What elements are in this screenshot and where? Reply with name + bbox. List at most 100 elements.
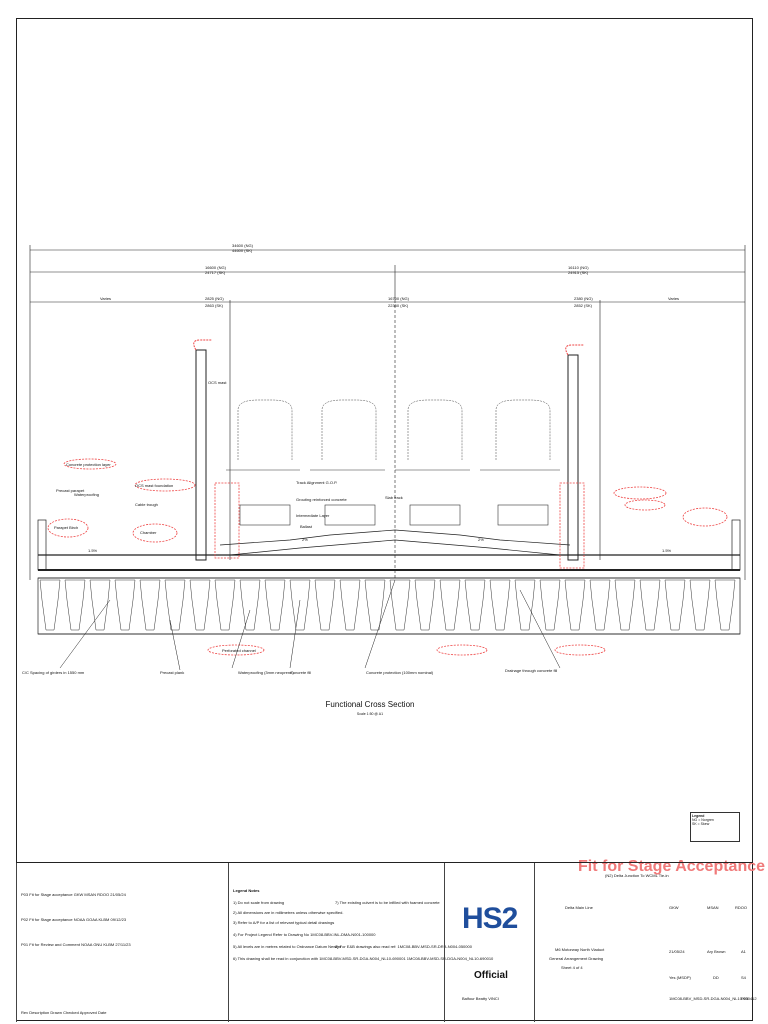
girder [289,579,311,631]
field-authoriser: Ary Brown [707,949,726,954]
legend-item: SK = Skew [692,822,710,826]
girder [539,579,561,631]
field-classification: Yes (MSDP) [669,975,691,980]
hs2-logo: HS2 [462,902,518,935]
label-cable-trough: Cable trough [135,502,158,507]
girder [464,579,486,631]
field-drawn: GKW [669,905,679,910]
girder [64,579,86,631]
girder [264,579,286,631]
field-date: 21/05/24 [669,949,685,954]
field-checked: MSAN [707,905,719,910]
info-column: (N2) Delta Junction To WCML Tie-in Delta… [534,863,757,1022]
label-slab-track: Slab track [385,495,403,500]
label-waterproofing: Waterproofing [74,492,99,497]
label-grouting: Grouting reinforced concrete [296,497,347,502]
note-8: 8) For E&B drawings also read ref: 1MC08… [335,944,472,949]
label-ocs-mast: OCS mast [208,380,227,385]
note-7: 7) The existing culvert is to be infille… [335,900,440,905]
dim-2863: 2863 (SK) [205,303,224,308]
girder [714,579,736,631]
label-concrete-fill: Concrete fill [290,670,312,675]
logo-column [444,863,535,1022]
cross-section-drawing [29,245,746,671]
rev-row: P03 Fit for Stage acceptance GKW MSAN RD… [21,892,126,897]
revision-table: P03 Fit for Stage acceptance GKW MSAN RD… [16,863,137,1022]
rev-headers: Rev Description Drawn Checked Approved D… [21,1010,107,1015]
dim-right-sk: 24915 (SK) [568,270,589,275]
drawing-title-3: Sheet 4 of 4 [561,965,583,970]
label-precast-plank: Precast plank [160,670,185,675]
dim-varies-left: Varies [100,296,112,301]
label-track-alignment: Track Alignment G.O.P. [296,480,338,485]
field-status: S4 [741,975,746,980]
current-revision: P03 [741,996,749,1001]
legend-item: NG = Norgren [692,818,714,822]
slope-right: 1.5% [662,548,672,553]
rev-row: P01 Fit for Review and Comment NOAA GNU … [21,942,131,947]
notes-title: Legend Notes [233,888,260,893]
dim-right-ng: 16110 (NG) [568,265,589,270]
girder [389,579,411,631]
girder [139,579,161,631]
girder [114,579,136,631]
note-4: 4) For Project Legend Refer to Drawing N… [233,932,376,937]
girder [414,579,436,631]
dim-left-sk: 24717 (SK) [205,270,226,275]
notes-column: Legend Notes 1) Do not scale from drawin… [228,863,493,1022]
dim-2380: 2380 (NG) [574,296,593,301]
label-chamber: Chamber [140,530,157,535]
label-parapet-birch-left: Parapet Birch [54,525,79,530]
dim-total-ng: 34600 (NG) [232,243,253,248]
girder [664,579,686,631]
label-precast-parapet: Precast parapet [56,488,85,493]
label-intermediate-layer: Intermediate Layer [296,513,330,518]
girder [214,579,236,631]
girder [164,579,186,631]
girder [614,579,636,631]
girder [189,579,211,631]
official-label: Official [474,970,508,981]
note-5: 5) All levels are in metres related to O… [233,944,342,949]
note-6: 6) This drawing shall be read in conjunc… [233,956,494,961]
girder [239,579,261,631]
drawing-title: Functional Cross Section [325,700,415,709]
label-drainage: Drainage through concrete fill [505,668,558,673]
label-girder-spacing: C/C Spacing of girders in 1550 mm [22,670,85,675]
girder [639,579,661,631]
drawing-title-2: General Arrangement Drawing [549,956,604,961]
girder [564,579,586,631]
girder [364,579,386,631]
dim-2825: 2825 (NG) [205,296,224,301]
drawing-number: 1MC08-BBV_MSD-SR-DGA-N004_NL10-690412 [669,996,757,1001]
dim-total-sk: 44600 (SK) [232,248,253,253]
field-suitability: DD [713,975,719,980]
field-size: A1 [741,949,746,954]
girder [439,579,461,631]
dim-22350: 22350 (SK) [388,303,409,308]
girder [314,579,336,631]
girder [489,579,511,631]
label-perforated-channel: Perforated channel [222,648,256,653]
girder [89,579,111,631]
note-3: 3) Refer to A/P for a list of relevant t… [233,920,335,925]
drawing-sheet [16,18,753,1021]
girder [514,579,536,631]
note-1: 1) Do not scale from drawing [233,900,285,905]
label-concrete-protection-bottom: Concrete protection (100mm nominal) [366,670,434,675]
slope-inner-right: 2% [478,537,484,542]
dim-2852: 2852 (SK) [574,303,593,308]
girder [339,579,361,631]
field-approved: RDOO [735,905,747,910]
label-waterproofing-neoprene: Waterproofing (3mm neoprene) [238,670,294,675]
note-2: 2) All dimensions are in millimetres unl… [233,910,344,915]
label-concrete-protection: Concrete protection layer [66,462,111,467]
dim-varies-right: Varies [668,296,680,301]
slope-inner-left: 2% [302,537,308,542]
label-ballast: Ballast [300,524,313,529]
rev-row: P02 Fit for Stage acceptance NOAA GOAA K… [21,917,127,922]
project-name: (N2) Delta Junction To WCML Tie-in [605,873,669,878]
drawing-scale: Scale 1:50 @ A1 [356,712,384,716]
legend-title: Legend [692,814,705,818]
slope-left: 1.5% [88,548,98,553]
